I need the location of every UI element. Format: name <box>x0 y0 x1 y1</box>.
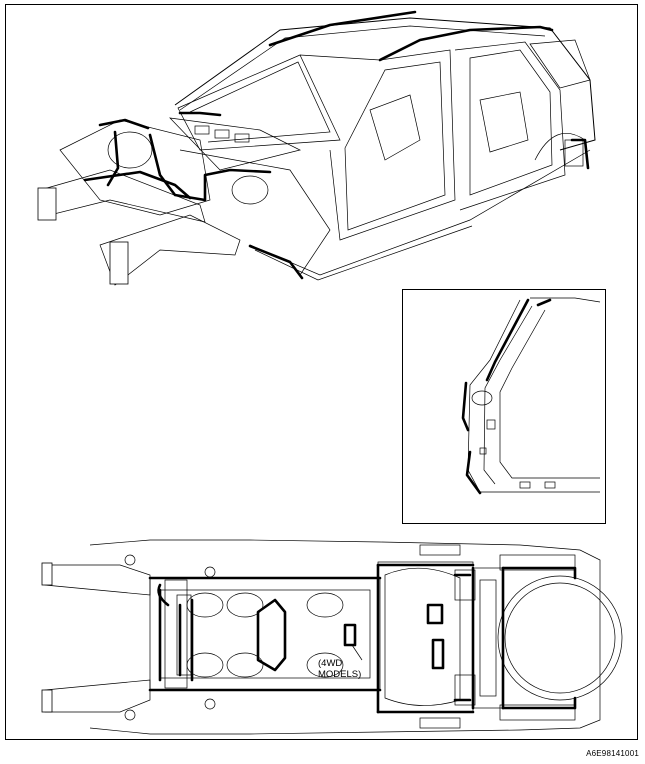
underbody-seal-tunnel <box>256 598 287 672</box>
seal-apron-top <box>98 118 150 130</box>
seal-apron-left <box>106 130 120 187</box>
underbody-seal-corner <box>157 583 170 607</box>
inset-seal-mid <box>461 381 470 432</box>
inset-seal-top <box>536 298 552 307</box>
4wd-callout: (4WD MODELS) <box>318 658 361 680</box>
underbody-seal-rear-end-bottom <box>501 696 577 710</box>
seal-rear-quarter <box>570 138 590 170</box>
inset-seal-upper <box>485 298 530 382</box>
body-shell-view <box>37 10 596 286</box>
seal-apron-right <box>148 133 272 202</box>
seal-roof-left <box>268 10 417 47</box>
inset-frame <box>402 289 606 524</box>
inset-seal-lower <box>465 450 482 495</box>
underbody-seal-box2 <box>431 638 445 670</box>
diagram-frame <box>5 4 638 740</box>
seal-front-rail <box>83 170 192 200</box>
seal-cowl <box>178 111 222 117</box>
seal-roof-right <box>378 25 554 62</box>
callout-line1: (4WD <box>318 658 343 669</box>
seal-rocker-front <box>248 244 304 280</box>
underbody-seal-box1 <box>426 603 444 625</box>
callout-leader <box>351 644 363 661</box>
callout-line2: MODELS) <box>318 669 362 680</box>
reference-code: A6E98141001 <box>586 749 639 758</box>
underbody-seal-rear-end-top <box>501 566 577 580</box>
underbody-seal-4wd <box>343 623 357 647</box>
